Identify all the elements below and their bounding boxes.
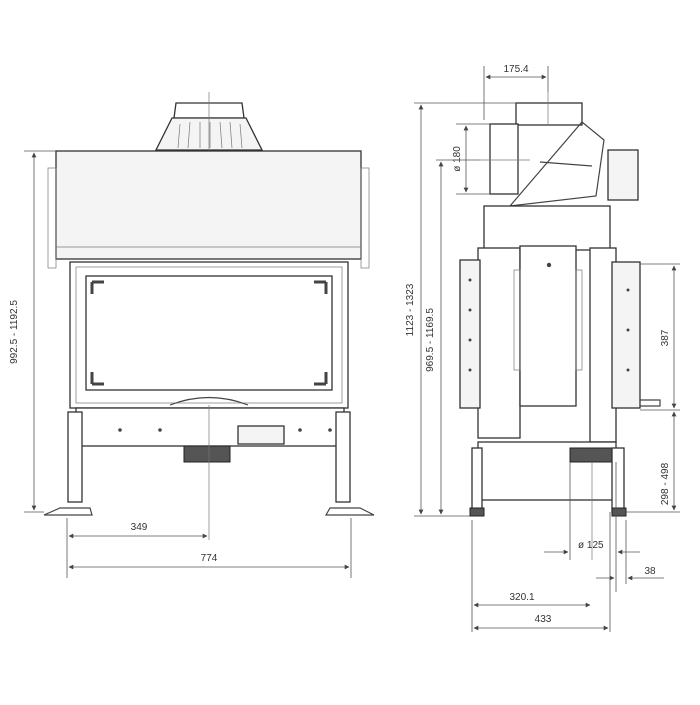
side-view: 175.4 ø 180 1123 - 1323 969.5 - 1169.5 3… bbox=[405, 64, 680, 632]
side-inlet-position-dim: 320.1 bbox=[509, 592, 534, 603]
side-flue-outlet bbox=[480, 92, 639, 207]
side-depth-dim: 433 bbox=[535, 614, 552, 625]
front-hood bbox=[55, 150, 362, 260]
front-flue-collar bbox=[154, 92, 264, 165]
side-air-inlet-dim: ø 125 bbox=[578, 540, 604, 551]
side-panel-left bbox=[459, 259, 481, 409]
side-door bbox=[519, 245, 577, 407]
front-glass bbox=[85, 275, 333, 391]
front-height-dim: 992.5 - 1192.5 bbox=[9, 300, 20, 364]
side-panel-dim: 387 bbox=[660, 329, 671, 346]
front-width-dim: 774 bbox=[201, 553, 218, 564]
side-inlet-offset-dim: 38 bbox=[644, 566, 656, 577]
front-offset-dim: 349 bbox=[131, 522, 148, 533]
door-handle bbox=[169, 396, 249, 406]
side-outlet-height-dim: 969.5 - 1169.5 bbox=[425, 308, 436, 372]
side-lower-height-dim: 298 - 498 bbox=[660, 462, 671, 505]
side-total-height-dim: 1123 - 1323 bbox=[405, 283, 416, 336]
side-flue-diameter-dim: ø 180 bbox=[452, 146, 463, 172]
front-air-inlet bbox=[183, 445, 231, 463]
side-upper-body bbox=[483, 205, 611, 251]
side-top-offset-dim: 175.4 bbox=[503, 64, 528, 75]
side-air-inlet bbox=[569, 447, 617, 463]
front-view: 992.5 - 1192.5 349 774 bbox=[9, 92, 375, 578]
front-base-frame bbox=[75, 407, 345, 447]
side-panel-right bbox=[611, 261, 641, 409]
front-legs bbox=[43, 411, 375, 516]
